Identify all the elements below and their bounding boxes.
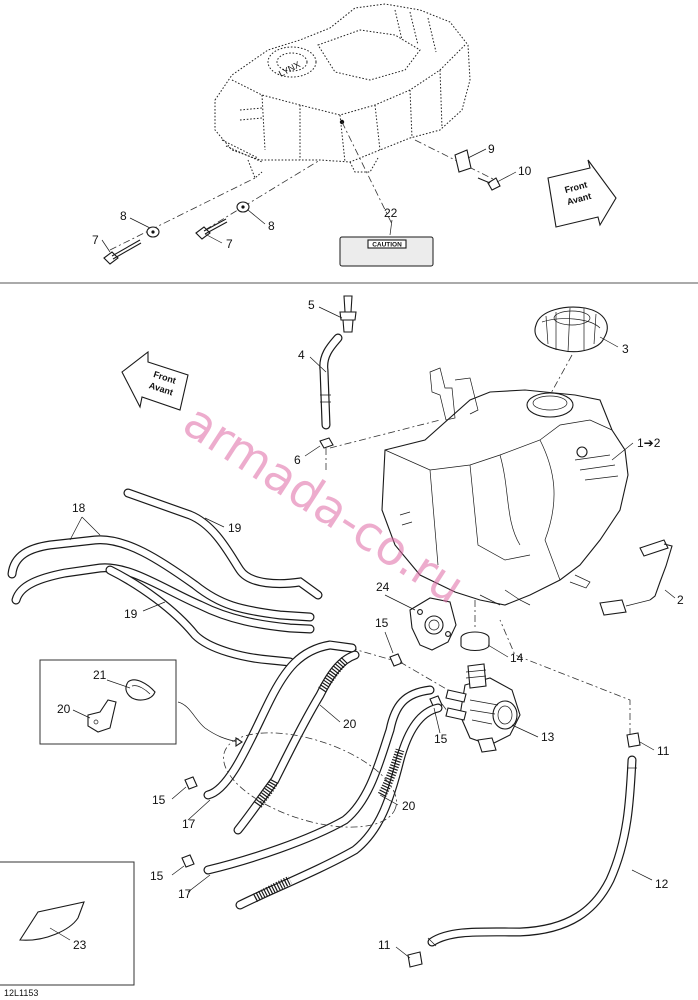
callout-4: 4 <box>298 348 305 362</box>
hose-20-group-outline <box>223 732 397 828</box>
callout-8-right: 8 <box>268 219 275 233</box>
callout-9: 9 <box>488 142 495 156</box>
callout-20-a: 20 <box>343 717 357 731</box>
callout-1: 1➔2 <box>637 436 661 450</box>
bracket-24 <box>409 597 457 651</box>
callout-11-top: 11 <box>657 744 670 758</box>
callout-15-b: 15 <box>434 732 448 746</box>
hose-17-lower <box>203 685 435 875</box>
leader-lines <box>49 148 676 959</box>
fitting-15-a <box>389 653 403 667</box>
fuel-cap-3 <box>534 306 608 353</box>
fitting-15-d <box>181 854 195 868</box>
top-centerlines <box>109 121 496 251</box>
caution-decal-22: CAUTION <box>339 236 434 267</box>
callout-22: 22 <box>384 206 398 220</box>
level-sensor-2 <box>599 539 673 616</box>
bracket-9 <box>454 149 472 173</box>
tank-logo-text: LYNX <box>277 59 302 79</box>
callout-7-left: 7 <box>92 233 99 247</box>
callout-17-a: 17 <box>182 817 196 831</box>
vent-hose-4 <box>319 333 343 430</box>
callout-8-left: 8 <box>120 209 127 223</box>
fuel-tank-outline <box>214 3 471 179</box>
front-arrow-top: Front Avant <box>547 159 617 228</box>
tank-1 <box>381 367 629 606</box>
callout-11-bottom: 11 <box>378 938 391 952</box>
hose-19 <box>105 488 323 667</box>
clamp-11-bottom <box>407 951 423 968</box>
fitting-6 <box>319 437 334 449</box>
fitting-15-c <box>184 776 198 790</box>
vent-fitting-5 <box>339 295 357 333</box>
callout-7-right: 7 <box>226 237 233 251</box>
callout-3: 3 <box>622 342 629 356</box>
callout-2: 2 <box>677 593 684 607</box>
clamp-11-top <box>626 732 641 748</box>
fuel-pump-13 <box>445 663 521 753</box>
callout-12: 12 <box>655 877 669 891</box>
callout-labels: 1➔2 2 3 4 5 6 7 7 8 8 9 10 11 11 12 13 1… <box>57 142 684 952</box>
bolt-10 <box>477 177 501 191</box>
callout-15-a: 15 <box>375 616 389 630</box>
callout-5: 5 <box>308 298 315 312</box>
callout-18: 18 <box>72 501 86 515</box>
callout-21: 21 <box>93 668 107 682</box>
callout-20-b: 20 <box>402 799 416 813</box>
callout-20-inset: 20 <box>57 702 71 716</box>
callout-24: 24 <box>376 580 390 594</box>
callout-19-a: 19 <box>228 521 242 535</box>
callout-13: 13 <box>541 730 555 744</box>
inset-leader <box>177 701 241 743</box>
decal-text: CAUTION <box>372 242 402 249</box>
callout-15-c: 15 <box>152 793 166 807</box>
hose-20-upper <box>233 650 360 835</box>
bolt-7-left <box>103 239 142 265</box>
callout-15-d: 15 <box>150 869 164 883</box>
callout-23: 23 <box>73 938 87 952</box>
hose-18 <box>7 535 315 634</box>
hose-17-upper <box>203 640 357 800</box>
callout-17-b: 17 <box>178 887 192 901</box>
hose-12 <box>427 755 637 947</box>
bolt-7-right <box>195 218 228 240</box>
reference-code: 12L1153 <box>4 988 38 998</box>
inset-box-clip <box>39 659 177 745</box>
hose-20-lower <box>235 703 443 910</box>
callout-19-b: 19 <box>124 607 138 621</box>
callout-6: 6 <box>294 453 301 467</box>
callout-14: 14 <box>510 651 524 665</box>
front-arrow-bottom: Front Avant <box>121 350 189 411</box>
callout-10: 10 <box>518 164 532 178</box>
clamp-14 <box>460 631 490 652</box>
inset-box-pad <box>0 861 135 986</box>
